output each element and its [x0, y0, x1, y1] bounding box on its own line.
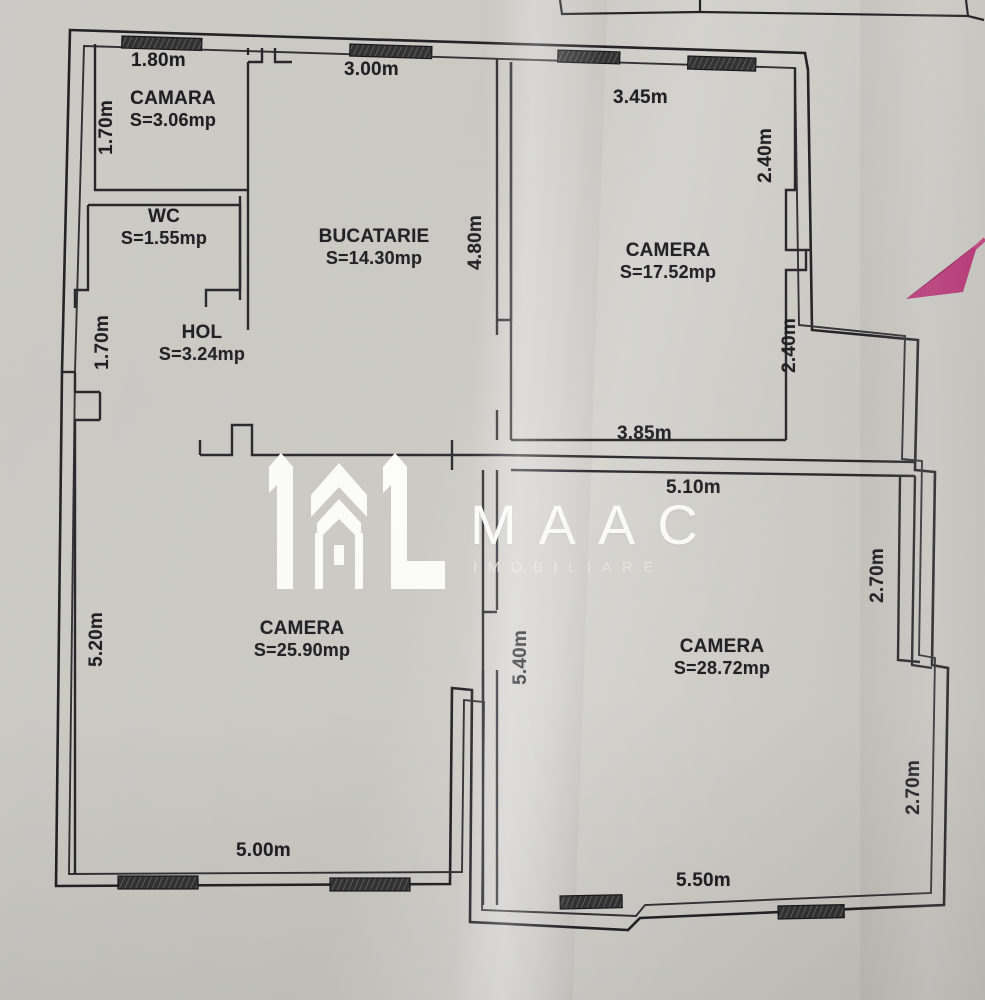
- room-camera-sv-name: CAMERA: [259, 618, 345, 639]
- adjacent-plan-fragment: [558, 0, 985, 22]
- room-wc-name: WC: [147, 206, 181, 227]
- dimension-camera-sv-left: 5.20m: [86, 612, 107, 667]
- window-hatch: [686, 55, 757, 72]
- room-hol-name: HOL: [181, 322, 223, 343]
- room-camara-name: CAMARA: [130, 88, 216, 109]
- dimension-camera-nord-r2: 2.40m: [779, 318, 800, 373]
- wall-outline-inner: [68, 45, 936, 917]
- dimension-camera-se-r1: 2.70m: [867, 548, 888, 603]
- dimension-camera-se-top: 5.10m: [666, 477, 721, 498]
- window-hatch: [557, 49, 621, 65]
- room-camera-se-name: CAMERA: [679, 636, 765, 657]
- room-camera-sv-area: S=25.90mp: [253, 640, 351, 660]
- window-hatch: [777, 904, 845, 920]
- dimension-camera-se-left: 5.40m: [510, 630, 531, 685]
- window-symbols: [117, 35, 845, 920]
- dimension-camera-sv-bottom: 5.00m: [236, 840, 291, 861]
- window-hatch: [117, 875, 199, 890]
- interior-partitions: [62, 44, 933, 905]
- room-camara: CAMARA S=3.06mp: [94, 88, 252, 131]
- dimension-hol-height: 1.70m: [92, 315, 113, 370]
- room-wc-area: S=1.55mp: [120, 228, 208, 248]
- dimension-bucatarie-width: 3.00m: [344, 59, 399, 80]
- room-camera-se-area: S=28.72mp: [673, 658, 771, 678]
- room-bucatarie-name: BUCATARIE: [318, 226, 430, 247]
- room-camera-nord-area: S=17.52mp: [619, 262, 717, 282]
- room-camera-nord: CAMERA S=17.52mp: [540, 240, 796, 283]
- room-camera-sv: CAMERA S=25.90mp: [178, 618, 426, 661]
- dimension-camara-width: 1.80m: [131, 50, 186, 71]
- room-hol: HOL S=3.24mp: [116, 322, 288, 365]
- window-hatch: [559, 894, 623, 910]
- room-camara-area: S=3.06mp: [129, 110, 217, 130]
- window-hatch: [349, 43, 433, 60]
- dimension-camera-nord-bottom: 3.85m: [617, 423, 672, 444]
- room-camera-se: CAMERA S=28.72mp: [598, 636, 846, 679]
- arrow-pointer-icon: [906, 237, 985, 299]
- room-camera-nord-name: CAMERA: [625, 240, 711, 261]
- window-hatch: [121, 35, 203, 52]
- room-bucatarie-area: S=14.30mp: [325, 248, 423, 268]
- window-hatch: [329, 877, 411, 892]
- dimension-camera-se-bottom: 5.50m: [676, 870, 731, 891]
- room-wc: WC S=1.55mp: [88, 206, 240, 249]
- dimension-camera-nord-r1: 2.40m: [755, 128, 776, 183]
- dimension-camera-nord-width: 3.45m: [613, 87, 668, 108]
- room-hol-area: S=3.24mp: [158, 344, 246, 364]
- wall-outline-outer: [54, 28, 950, 932]
- room-bucatarie: BUCATARIE S=14.30mp: [252, 226, 496, 269]
- dimension-camera-se-r2: 2.70m: [903, 760, 924, 815]
